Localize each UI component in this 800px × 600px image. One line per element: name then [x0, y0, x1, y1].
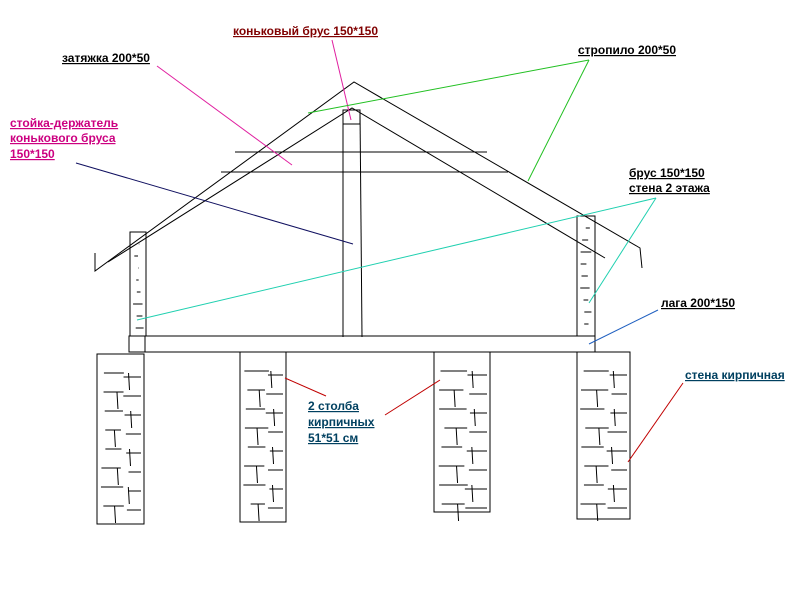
brick-joint: [128, 448, 131, 467]
leader-rafter-a: [307, 59, 590, 114]
label-second-floor-2: стена 2 этажа: [629, 181, 710, 195]
leader-lines: [75, 39, 684, 463]
king-post-right: [359, 110, 363, 338]
brick-joint: [598, 427, 601, 446]
brick-pillar-2: [433, 351, 491, 513]
brick-joint: [271, 484, 274, 503]
brick-joint: [128, 372, 131, 391]
leader-pillars-a: [284, 377, 327, 397]
brick-joint: [596, 503, 599, 522]
brick-joint: [255, 465, 258, 484]
brick-joint: [114, 505, 117, 524]
leader-brick-wall: [627, 382, 684, 463]
roof-inner-line: [107, 107, 606, 263]
brick-joint: [471, 446, 474, 465]
brick-joint: [457, 503, 460, 522]
leader-joist: [588, 309, 659, 345]
brick-joint: [471, 484, 474, 503]
brick-joint: [256, 427, 259, 446]
brick-joint: [273, 408, 276, 427]
label-tie-beam: затяжка 200*50: [62, 51, 150, 65]
brick-joint: [456, 465, 459, 484]
leader-rafter-b: [527, 59, 590, 182]
leader-king-post: [75, 162, 354, 245]
leader-pillars-b: [384, 379, 441, 416]
brick-joint: [127, 486, 130, 505]
label-second-floor-1: брус 150*150: [629, 166, 705, 180]
brick-joint: [611, 446, 614, 465]
leader-second-floor-a: [136, 197, 657, 321]
brick-joint: [257, 503, 260, 522]
brick-joint: [473, 408, 476, 427]
structure-drawing: [94, 81, 643, 525]
label-pillars-2: кирпичных: [308, 415, 375, 429]
label-brick-wall: стена кирпичная: [685, 368, 785, 382]
joist-beam: [128, 335, 596, 353]
label-rafter: стропило 200*50: [578, 43, 676, 57]
brick-joint: [116, 467, 119, 486]
brick-joint: [130, 410, 133, 429]
brick-joint: [595, 465, 598, 484]
brick-joint: [272, 446, 275, 465]
second-floor-wall-left: [129, 231, 147, 337]
label-king-post-2: конькового бруса: [10, 131, 116, 145]
leader-second-floor-b: [588, 197, 657, 304]
label-joist: лага 200*150: [661, 296, 735, 310]
brick-joint: [612, 484, 615, 503]
brick-joint: [116, 391, 119, 410]
ridge-beam-block: [342, 109, 361, 125]
brick-joint: [270, 370, 273, 389]
brick-joint: [453, 389, 456, 408]
leader-tie-beam: [156, 65, 293, 166]
brick-texture: [100, 227, 627, 524]
brick-joint: [613, 408, 616, 427]
brick-wall-right: [576, 351, 631, 520]
label-pillars-3: 51*51 см: [308, 431, 358, 445]
label-king-post-3: 150*150: [10, 147, 55, 161]
brick-pillar-1: [239, 351, 287, 523]
brick-joint: [471, 370, 474, 389]
roof-outer-line: [94, 81, 643, 272]
brick-joint: [612, 370, 615, 389]
leader-ridge-beam: [331, 39, 352, 121]
brick-joint: [258, 389, 261, 408]
brick-wall-left: [96, 353, 145, 525]
label-pillars-1: 2 столба: [308, 399, 359, 413]
brick-joint: [455, 427, 458, 446]
labels: коньковый брус 150*150 затяжка 200*50 ст…: [10, 24, 785, 445]
brick-joint: [113, 429, 116, 448]
label-king-post-1: стойка-держатель: [10, 116, 118, 130]
brick-joint: [596, 389, 599, 408]
label-ridge-beam: коньковый брус 150*150: [233, 24, 378, 38]
